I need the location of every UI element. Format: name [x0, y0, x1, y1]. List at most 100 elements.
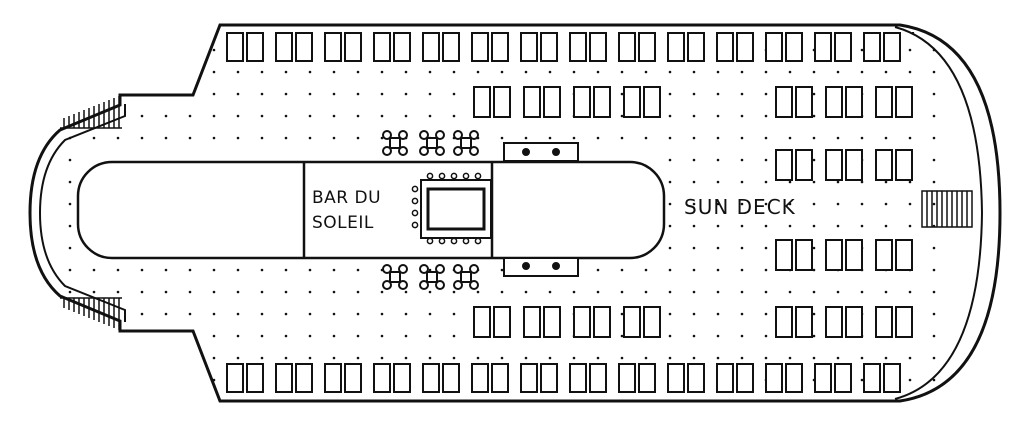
deck-chair — [295, 363, 313, 393]
deck-dot — [68, 180, 72, 184]
deck-dot — [764, 70, 768, 74]
deck-dot — [284, 312, 288, 316]
bar-stool — [426, 172, 434, 180]
deck-chair — [275, 363, 293, 393]
deck-chair — [473, 306, 491, 338]
deck-dot — [740, 158, 744, 162]
deck-dot — [716, 312, 720, 316]
deck-dot — [524, 290, 528, 294]
deck-dot — [164, 136, 168, 140]
deck-chair — [344, 32, 362, 62]
deck-chair — [246, 32, 264, 62]
deck-dot — [764, 312, 768, 316]
deck-chair — [573, 306, 591, 338]
deck-dot — [356, 356, 360, 360]
deck-dot — [692, 202, 696, 206]
deck-chair — [895, 239, 913, 271]
deck-dot — [884, 202, 888, 206]
deck-dot — [524, 70, 528, 74]
deck-dot — [812, 136, 816, 140]
deck-dot — [812, 158, 816, 162]
deck-dot — [932, 48, 936, 52]
deck-dot — [812, 92, 816, 96]
deck-dot — [356, 268, 360, 272]
deck-dot — [548, 290, 552, 294]
deck-dot — [140, 114, 144, 118]
deck-dot — [68, 268, 72, 272]
deck-chair — [775, 306, 793, 338]
deck-dot — [740, 136, 744, 140]
deck-dot — [140, 268, 144, 272]
deck-dot — [932, 356, 936, 360]
deck-dot — [188, 290, 192, 294]
deck-dot — [284, 114, 288, 118]
deck-dot — [692, 246, 696, 250]
bar-stool — [450, 172, 458, 180]
deck-chair — [493, 306, 511, 338]
chair — [419, 130, 429, 140]
deck-chair — [344, 363, 362, 393]
deck-dot — [740, 224, 744, 228]
deck-dot — [260, 136, 264, 140]
deck-dot — [500, 356, 504, 360]
deck-dot — [524, 136, 528, 140]
deck-dot — [620, 114, 624, 118]
deck-chair — [520, 32, 538, 62]
deck-dot — [812, 114, 816, 118]
deck-dot — [188, 136, 192, 140]
deck-chair — [523, 86, 541, 118]
deck-dot — [788, 180, 792, 184]
deck-dot — [380, 312, 384, 316]
deck-chair — [895, 306, 913, 338]
stairs-bow-top — [60, 96, 122, 129]
deck-dot — [236, 114, 240, 118]
deck-dot — [284, 334, 288, 338]
deck-dot — [620, 136, 624, 140]
deck-dot — [236, 268, 240, 272]
deck-dot — [908, 48, 912, 52]
deck-dot — [620, 334, 624, 338]
deck-dot — [860, 180, 864, 184]
deck-dot — [596, 136, 600, 140]
chair — [469, 146, 479, 156]
bar-stool — [411, 221, 419, 229]
deck-dot — [764, 224, 768, 228]
table-cluster — [453, 130, 479, 156]
deck-dot — [668, 158, 672, 162]
deck-chair — [589, 32, 607, 62]
deck-dot — [692, 136, 696, 140]
deck-dot — [596, 268, 600, 272]
table — [460, 137, 472, 149]
deck-chair — [540, 363, 558, 393]
deck-dot — [428, 290, 432, 294]
deck-dot — [764, 268, 768, 272]
deck-chair — [226, 32, 244, 62]
deck-dot — [668, 224, 672, 228]
deck-dot — [572, 290, 576, 294]
deck-dot — [740, 70, 744, 74]
deck-chair — [765, 363, 783, 393]
deck-dot — [260, 268, 264, 272]
deck-chair — [736, 32, 754, 62]
deck-chair — [593, 306, 611, 338]
deck-dot — [356, 92, 360, 96]
deck-dot — [668, 202, 672, 206]
deck-chair — [834, 363, 852, 393]
deck-dot — [500, 136, 504, 140]
chair — [382, 264, 392, 274]
deck-dot — [812, 334, 816, 338]
deck-chair — [883, 363, 901, 393]
table-clusters — [382, 130, 479, 290]
deck-dot — [500, 268, 504, 272]
deck-dot — [668, 246, 672, 250]
deck-dot — [812, 70, 816, 74]
deck-dot — [764, 158, 768, 162]
deck-dot — [668, 180, 672, 184]
deck-dot — [308, 92, 312, 96]
deck-dot — [692, 224, 696, 228]
deck-chair — [473, 86, 491, 118]
deck-chair — [638, 32, 656, 62]
table-cluster — [419, 130, 445, 156]
deck-dot — [668, 136, 672, 140]
